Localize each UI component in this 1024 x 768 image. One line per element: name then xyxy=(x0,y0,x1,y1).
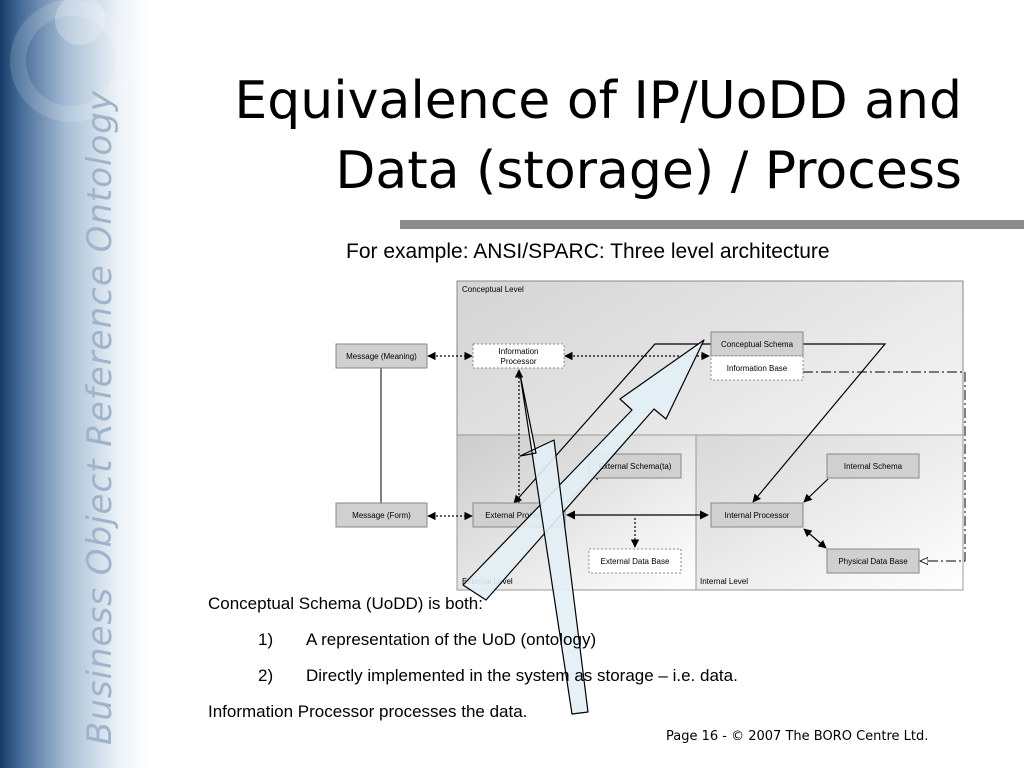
connector-intp-pdb xyxy=(803,528,827,549)
highlight-arrow-lower xyxy=(519,373,589,715)
title-line: Data (storage) / Process xyxy=(335,141,962,201)
internal-level-label: Internal Level xyxy=(700,577,748,586)
list-item: 1) A representation of the UoD (ontology) xyxy=(208,630,738,666)
list-number: 1) xyxy=(258,630,274,649)
sidebar-vertical-text: Business Object Reference Ontology xyxy=(80,90,120,745)
information-base-label: Information Base xyxy=(727,364,788,373)
external-data-base-label: External Data Base xyxy=(601,557,670,566)
external-data-base-box: External Data Base xyxy=(588,548,682,574)
three-level-architecture-diagram: Conceptual Level External Level Internal… xyxy=(335,280,966,715)
information-processor-box: Information Processor xyxy=(472,343,565,369)
page-title: Equivalence of IP/UoDD and Data (storage… xyxy=(234,66,962,206)
list-item: 2) Directly implemented in the system as … xyxy=(208,666,738,702)
title-divider xyxy=(400,220,1024,229)
internal-processor-box: Internal Processor xyxy=(710,502,804,528)
conceptual-schema-label: Conceptual Schema xyxy=(721,340,794,349)
connector-cs-ep xyxy=(513,343,711,504)
body-outro: Information Processor processes the data… xyxy=(208,702,528,721)
connector-cs-intp xyxy=(752,343,887,503)
list-number: 2) xyxy=(258,666,274,685)
physical-data-base-box: Physical Data Base xyxy=(826,548,920,574)
information-processor-label: Information xyxy=(498,347,538,356)
message-meaning-label: Message (Meaning) xyxy=(346,352,417,361)
connector-is-intp xyxy=(803,478,829,503)
connector-ib-pdb xyxy=(803,371,966,561)
internal-processor-label: Internal Processor xyxy=(725,511,790,520)
title-line: Equivalence of IP/UoDD and xyxy=(234,71,962,131)
conceptual-schema-box: Conceptual Schema xyxy=(710,331,804,357)
list-text: Directly implemented in the system as st… xyxy=(306,666,738,685)
message-form-box: Message (Form) xyxy=(335,502,428,528)
body-text: Conceptual Schema (UoDD) is both: 1) A re… xyxy=(208,594,738,738)
conceptual-level-label: Conceptual Level xyxy=(462,285,524,294)
sidebar-gradient: Business Object Reference Ontology xyxy=(0,0,150,768)
footer-page-number: Page 16 - © 2007 The BORO Centre Ltd. xyxy=(666,729,929,744)
internal-schema-label: Internal Schema xyxy=(844,462,903,471)
body-intro: Conceptual Schema (UoDD) is both: xyxy=(208,594,483,613)
information-base-box: Information Base xyxy=(710,355,804,381)
message-meaning-box: Message (Meaning) xyxy=(335,343,428,369)
list-text: A representation of the UoD (ontology) xyxy=(306,630,597,649)
internal-schema-box: Internal Schema xyxy=(826,453,920,479)
information-processor-label: Processor xyxy=(500,357,536,366)
message-form-label: Message (Form) xyxy=(352,511,411,520)
external-processor-label: External Processor xyxy=(485,511,553,520)
subtitle: For example: ANSI/SPARC: Three level arc… xyxy=(346,240,830,263)
external-schema-label: External Schema(ta) xyxy=(599,462,672,471)
physical-data-base-label: Physical Data Base xyxy=(838,557,908,566)
highlight-arrow-upper xyxy=(462,339,705,601)
